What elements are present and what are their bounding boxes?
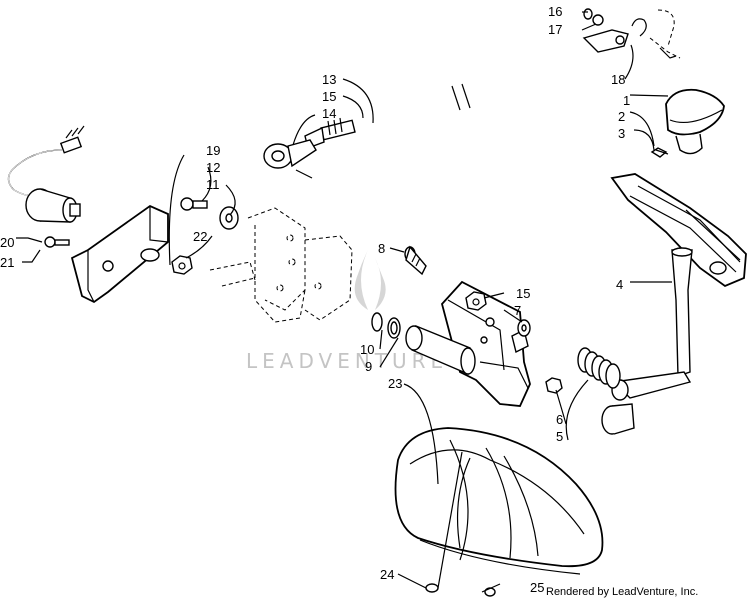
nut-6 [545, 377, 563, 394]
mounting-bracket [70, 204, 169, 304]
rod-end-ball-joint [263, 139, 317, 179]
callout-labels: 1 2 3 4 5 6 7 8 9 10 11 12 13 14 15 15 1… [0, 4, 630, 595]
screw-24 [425, 583, 439, 593]
nut-15 [465, 291, 487, 311]
credit-text: Rendered by LeadVenture, Inc. [546, 586, 698, 598]
callout-7: 7 [514, 303, 521, 318]
nut-22 [171, 255, 193, 275]
callout-6: 6 [556, 412, 563, 427]
frame-mount-dashed [209, 207, 353, 323]
callout-1: 1 [623, 93, 630, 108]
washer-7 [517, 319, 531, 337]
callout-10: 10 [360, 342, 374, 357]
callout-8: 8 [378, 241, 385, 256]
sensor-switch [7, 125, 85, 223]
callout-3: 3 [618, 126, 625, 141]
callout-4: 4 [616, 277, 623, 292]
bolt-8 [404, 245, 427, 276]
callout-20: 20 [0, 235, 14, 250]
callout-23: 23 [388, 376, 402, 391]
bolt-12 [180, 197, 208, 211]
callout-24: 24 [380, 567, 394, 582]
callout-16: 16 [548, 4, 562, 19]
callout-5: 5 [556, 429, 563, 444]
callout-22: 22 [193, 229, 207, 244]
callout-9: 9 [365, 359, 372, 374]
screw-25 [484, 587, 496, 597]
pivot-shaft [405, 325, 476, 376]
brake-pedal [601, 88, 747, 435]
callout-15-center: 15 [516, 286, 530, 301]
return-spring [577, 347, 621, 389]
callout-21: 21 [0, 255, 14, 270]
pedal-guard [394, 427, 604, 575]
watermark: LEADVENTURE [246, 250, 448, 373]
clip-16-17 [583, 8, 681, 59]
callout-14: 14 [322, 106, 336, 121]
callout-17: 17 [548, 22, 562, 37]
o-ring-washers [371, 312, 401, 339]
leader-lines [16, 11, 672, 593]
callout-13: 13 [322, 72, 336, 87]
callout-11: 11 [206, 177, 220, 192]
bolt-21 [44, 236, 70, 248]
callout-15-top: 15 [322, 89, 336, 104]
callout-2: 2 [618, 109, 625, 124]
callout-12: 12 [206, 160, 220, 175]
callout-18: 18 [611, 72, 625, 87]
callout-19: 19 [206, 143, 220, 158]
washer-11 [219, 206, 239, 230]
linkage-rod [339, 29, 629, 131]
callout-25: 25 [530, 580, 544, 595]
watermark-text: LEADVENTURE [246, 349, 448, 373]
